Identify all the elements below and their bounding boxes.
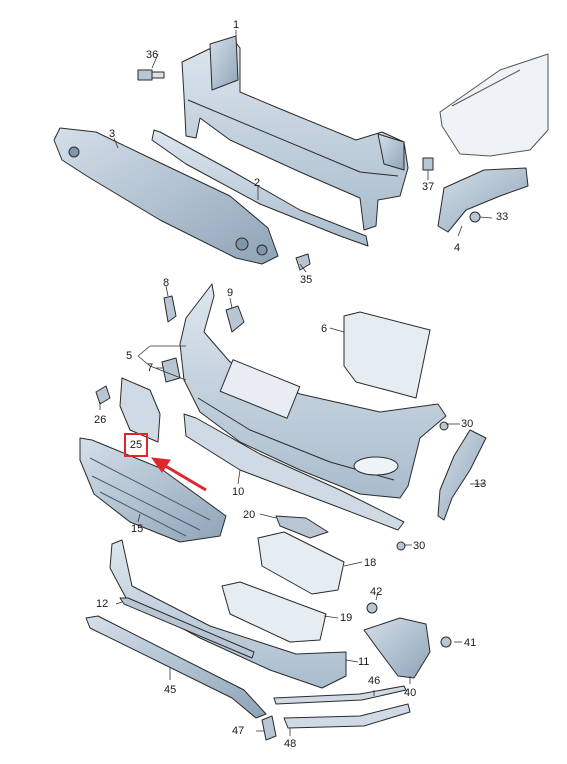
part-9-holder (225, 305, 245, 333)
callout-47: 47 (232, 725, 245, 737)
callout-9: 9 (227, 287, 234, 299)
callout-19: 19 (340, 612, 353, 624)
callout-18: 18 (364, 557, 377, 569)
callout-5: 5 (126, 350, 133, 362)
part-37-bolt (422, 157, 434, 171)
part-2-upper-bracket-strip (151, 129, 369, 247)
part-25-license-plate-holder (119, 377, 161, 443)
callout-35: 35 (300, 274, 313, 286)
fender-outline (439, 53, 549, 157)
highlighted-callout-25: 25 (129, 439, 143, 451)
part-1-impact-beam (181, 35, 409, 231)
callout-45: 45 (164, 684, 177, 696)
callout-48: 48 (284, 738, 297, 750)
part-40-corner-bracket (363, 617, 431, 679)
callout-15: 15 (131, 523, 144, 535)
callout-4: 4 (454, 242, 461, 254)
part-46-chrome-strip (273, 685, 407, 705)
part-8-clip (163, 295, 177, 323)
callout-8: 8 (163, 277, 170, 289)
part-47-clip (261, 715, 277, 741)
part-12-strip (119, 597, 255, 659)
callout-6: 6 (321, 323, 328, 335)
callout-2: 2 (254, 177, 261, 189)
callout-30-upper: 30 (461, 418, 474, 430)
part-7-cover (161, 357, 181, 383)
part-48-trim-strip (283, 703, 411, 729)
callout-36: 36 (146, 49, 159, 61)
callout-10: 10 (232, 486, 245, 498)
part-19-fog-grille (221, 581, 327, 643)
callout-11: 11 (358, 656, 370, 668)
part-18-fog-grille (257, 531, 345, 595)
part-20-spoiler-lip (183, 413, 405, 531)
callout-42: 42 (370, 586, 383, 598)
callout-20: 20 (243, 509, 256, 521)
part-35-clip (295, 253, 311, 271)
part-26-clip (95, 385, 111, 405)
callout-46: 46 (368, 675, 381, 687)
part-41-nut (440, 636, 452, 648)
part-13-wheel-arch-trim (437, 429, 487, 521)
part-33-nut (469, 211, 481, 223)
callout-26: 26 (94, 414, 107, 426)
part-45-lower-trim (85, 615, 267, 719)
callout-41: 41 (464, 637, 477, 649)
part-20-trim-strip (275, 515, 329, 539)
highlight-arrow (150, 457, 207, 492)
callout-1: 1 (233, 19, 240, 31)
callout-30-lower: 30 (413, 540, 426, 552)
part-6-mounting-bracket (343, 311, 431, 399)
callout-40: 40 (404, 687, 417, 699)
part-36-bolt (137, 69, 165, 81)
part-42-screw (366, 602, 378, 614)
part-30-bolt-lower (396, 541, 406, 551)
callout-3: 3 (109, 128, 116, 140)
part-30-bolt-upper (439, 421, 449, 431)
callout-33: 33 (496, 211, 509, 223)
part-10-bumper-cover (179, 283, 447, 499)
part-4-side-bracket (437, 167, 529, 233)
part-3-energy-absorber (53, 127, 279, 265)
leader-lines (99, 30, 493, 736)
callout-37: 37 (422, 181, 435, 193)
callout-12: 12 (96, 598, 109, 610)
callout-13: 13 (474, 478, 487, 490)
part-15-lower-grille (79, 437, 227, 543)
highlighted-callout-box: 25 (124, 433, 148, 457)
callout-7: 7 (147, 362, 154, 374)
